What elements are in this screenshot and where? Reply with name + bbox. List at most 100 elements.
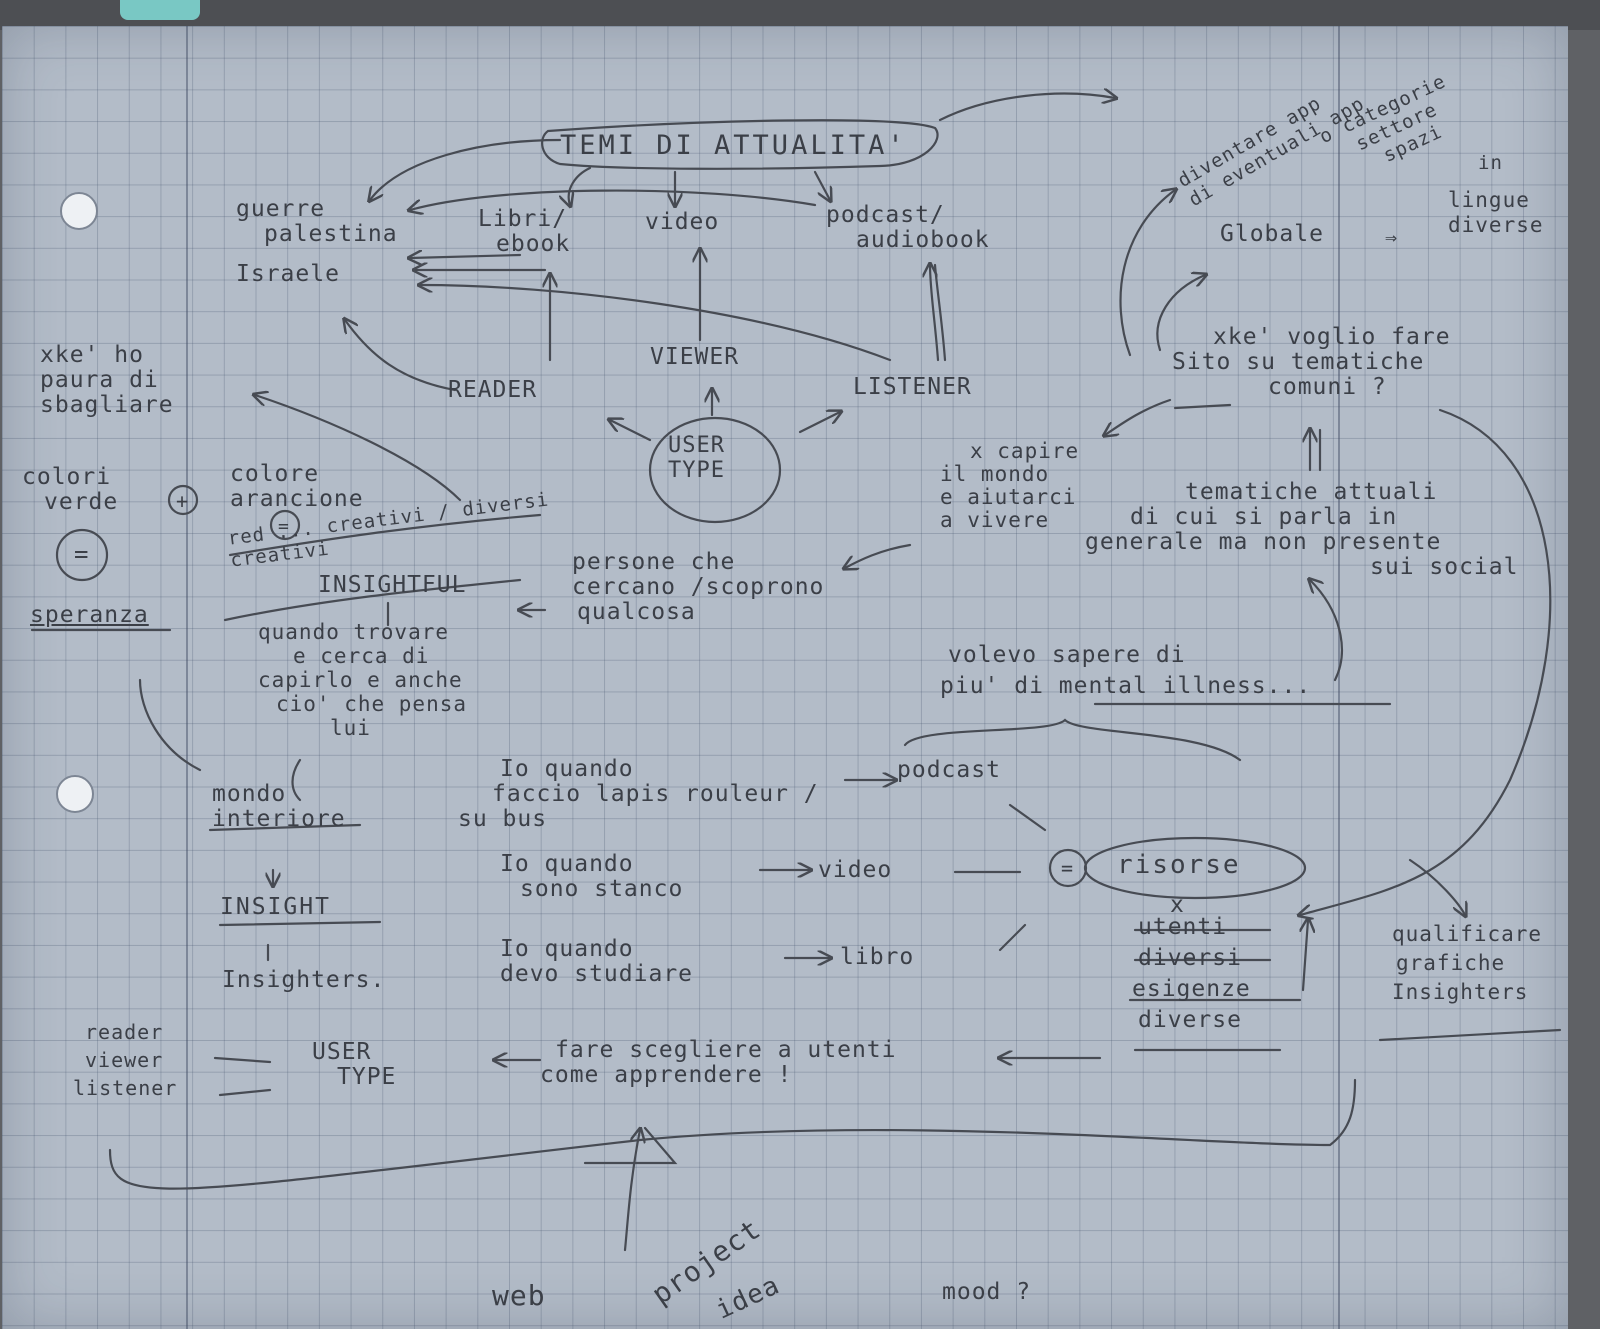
risorse-desc-2: diversi [1138,945,1242,971]
note-in: in [1478,152,1503,174]
insightful-desc-5: lui [330,716,371,740]
arrow-tematiche [1310,580,1343,682]
situation-3-result: libro [840,944,915,970]
note-colore-2: arancione [230,486,364,512]
topic-libri-2: ebook [496,231,571,257]
topic-guerre-3: Israele [236,261,340,287]
note-colore-1: colore [230,461,320,487]
underline-insight [218,920,382,927]
situation-2-line-1: Io quando [500,851,634,877]
desk-background [0,0,1600,30]
note-xke-3: comuni ? [1268,374,1387,400]
arrow-tip [583,1126,678,1165]
note-persone: persone che cercano /scoprono qualcosa [572,550,824,625]
arrow-title-right [938,94,1115,122]
note-capire-3: e aiutarci [940,485,1077,509]
left-margin-line [186,26,188,1329]
note-capire: x capire il mondo e aiutarci a vivere [940,440,1079,532]
curve-right-up2 [1156,275,1205,352]
risorse-equals-circle [1048,848,1088,888]
bottom-user-type-1: USER [312,1039,372,1065]
topic-guerre-2: palestina [264,221,398,247]
equals-circle-left [55,528,109,582]
note-xke: xke' voglio fare Sito su tematiche comun… [1172,324,1451,400]
note-xke-2: Sito su tematiche [1172,349,1425,375]
risorse-equals-icon: = [1061,856,1075,880]
risorse-label: risorse [1117,850,1241,880]
note-persone-2: cercano /scoprono [572,574,825,600]
arrow-sito-capire [1105,398,1172,435]
note-qualificare-1: qualificare [1392,922,1543,946]
note-tematiche-4: sui social [1370,554,1519,580]
note-lingue-1: lingue [1448,188,1530,212]
risorse-desc: utenti diversi esigenze diverse [1132,912,1251,1036]
note-colori-1: colori [22,464,112,490]
arrow-capire-persone [845,543,912,568]
bottom-left-2: viewer [85,1048,164,1072]
note-volevo: volevo sapere di piu' di mental illness.… [940,643,1311,699]
note-tematiche: tematiche attuali di cui si parla in gen… [1085,480,1518,580]
note-mondo-1: mondo [212,781,287,807]
risorse-x: x [1170,892,1185,918]
insightful-heading: INSIGHTFUL [318,572,467,598]
note-qualificare-2: grafiche [1396,951,1506,975]
insightful-desc-1: quando trovare [258,620,450,644]
underline-mondo [208,823,362,832]
note-why-2: paura di [40,367,159,393]
title-ellipse [541,119,939,170]
situation-3-line-1: Io quando [500,936,634,962]
note-why: xke' ho paura di sbagliare [40,343,174,418]
situation-2-result: video [818,857,893,883]
note-why-1: xke' ho [40,342,144,368]
center-line-1: USER [668,433,725,458]
curve-left-mondo [138,678,202,772]
right-margin-line [1338,26,1340,1329]
plus-icon: + [176,489,190,513]
curve-creativi-why [255,395,462,502]
note-tematiche-2: di cui si parla in [1130,504,1398,530]
topic-podcast-2: audiobook [856,227,990,253]
bottom-choose-2: come apprendere ! [540,1062,793,1088]
insight-insighters: Insighters. [222,967,386,993]
note-tematiche-3: generale ma non presente [1085,529,1442,555]
insight-title: INSIGHT [220,894,331,920]
center-circle [648,416,782,524]
topic-podcast: podcast/ audiobook [826,203,990,253]
underline-sito [1173,403,1232,410]
arrow-risorse-qualificare [1408,858,1465,915]
bottom-left-list: reader viewer listener [73,1018,177,1102]
insightful-desc-3: capirlo e anche [258,668,463,692]
insightful-desc: quando trovare e cerca di capirlo e anch… [258,620,467,740]
bottom-left-1: reader [85,1020,164,1044]
arrow-up-utenti [1303,920,1308,992]
topic-guerre: guerre palestina Israele [236,197,398,287]
insightful-desc-4: cio' che pensa [276,692,468,716]
note-capire-1: x capire [970,439,1080,463]
bottom-web: web [492,1279,546,1312]
underline-qualificare [1378,1028,1562,1042]
bottom-user-type: USER TYPE [312,1040,396,1090]
arrow-center-reader [610,420,652,442]
user-viewer: VIEWER [650,344,740,370]
insightful-desc-2: e cerca di [293,644,430,668]
title-temi-attualita: TEMI DI ATTUALITA' [560,130,907,161]
situation-1-result: podcast [897,757,1001,783]
bottom-user-type-2: TYPE [337,1064,397,1090]
arrow-viewer-left [420,285,892,362]
risorse-desc-4: diverse [1138,1007,1242,1033]
note-tematiche-1: tematiche attuali [1185,479,1438,505]
arrow-project-up [623,1130,640,1252]
bottom-left-3: listener [73,1076,178,1100]
note-xke-1: xke' voglio fare [1213,324,1451,350]
situation-1-line-3: su bus [458,806,548,832]
topic-podcast-1: podcast/ [826,202,945,228]
underline-creativi-2 [223,578,522,622]
grid-paper-sheet [2,26,1568,1329]
arrow-center-listener [798,412,840,434]
note-mondo-2: interiore [212,806,346,832]
situation-3: Io quando devo studiare [500,937,693,987]
arrow-title-libri [569,166,592,205]
user-reader: READER [448,377,538,403]
